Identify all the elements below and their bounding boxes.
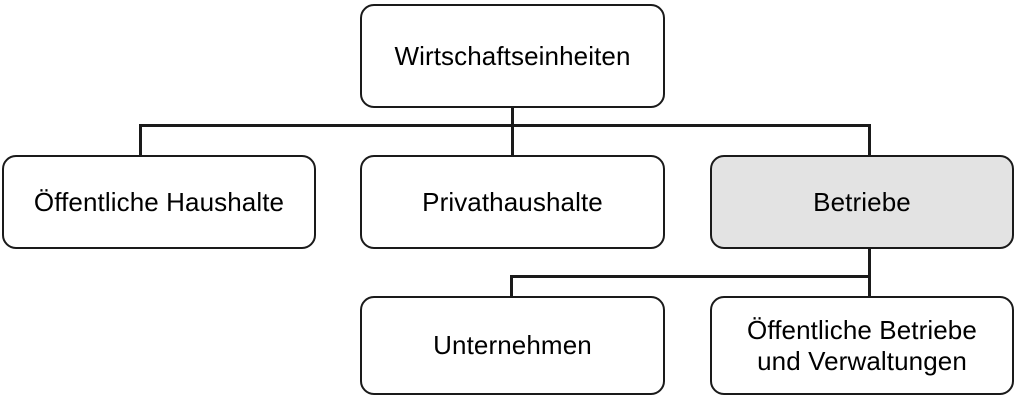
node-label-betriebe: Betriebe bbox=[813, 186, 911, 217]
connector-drop-privathaushalte bbox=[511, 124, 514, 157]
connector-drop-betriebe bbox=[868, 124, 871, 157]
node-label-wirtschaftseinheiten: Wirtschaftseinheiten bbox=[394, 40, 631, 71]
node-unternehmen[interactable]: Unternehmen bbox=[360, 296, 665, 395]
node-betriebe[interactable]: Betriebe bbox=[710, 155, 1014, 249]
connector-betriebe-stem bbox=[868, 248, 871, 278]
connector-root-stem bbox=[511, 107, 514, 127]
connector-drop-public-haushalte bbox=[139, 124, 142, 157]
node-label-oeffentliche-haushalte: Öffentliche Haushalte bbox=[33, 186, 285, 217]
node-privathaushalte[interactable]: Privathaushalte bbox=[360, 155, 665, 249]
connector-level2-horizontal-bus bbox=[510, 275, 871, 278]
connector-level1-horizontal-bus bbox=[139, 124, 871, 127]
connector-drop-oeffentliche-betriebe bbox=[868, 275, 871, 298]
node-oeffentliche-haushalte[interactable]: Öffentliche Haushalte bbox=[2, 155, 316, 249]
node-label-privathaushalte: Privathaushalte bbox=[422, 186, 603, 217]
node-wirtschaftseinheiten[interactable]: Wirtschaftseinheiten bbox=[360, 4, 665, 108]
node-label-oeffentliche-betriebe-und-verwaltungen: Öffentliche Betriebe und Verwaltungen bbox=[747, 314, 977, 376]
connector-drop-unternehmen bbox=[510, 275, 513, 298]
node-label-unternehmen: Unternehmen bbox=[433, 330, 592, 361]
node-oeffentliche-betriebe-und-verwaltungen[interactable]: Öffentliche Betriebe und Verwaltungen bbox=[710, 296, 1014, 395]
